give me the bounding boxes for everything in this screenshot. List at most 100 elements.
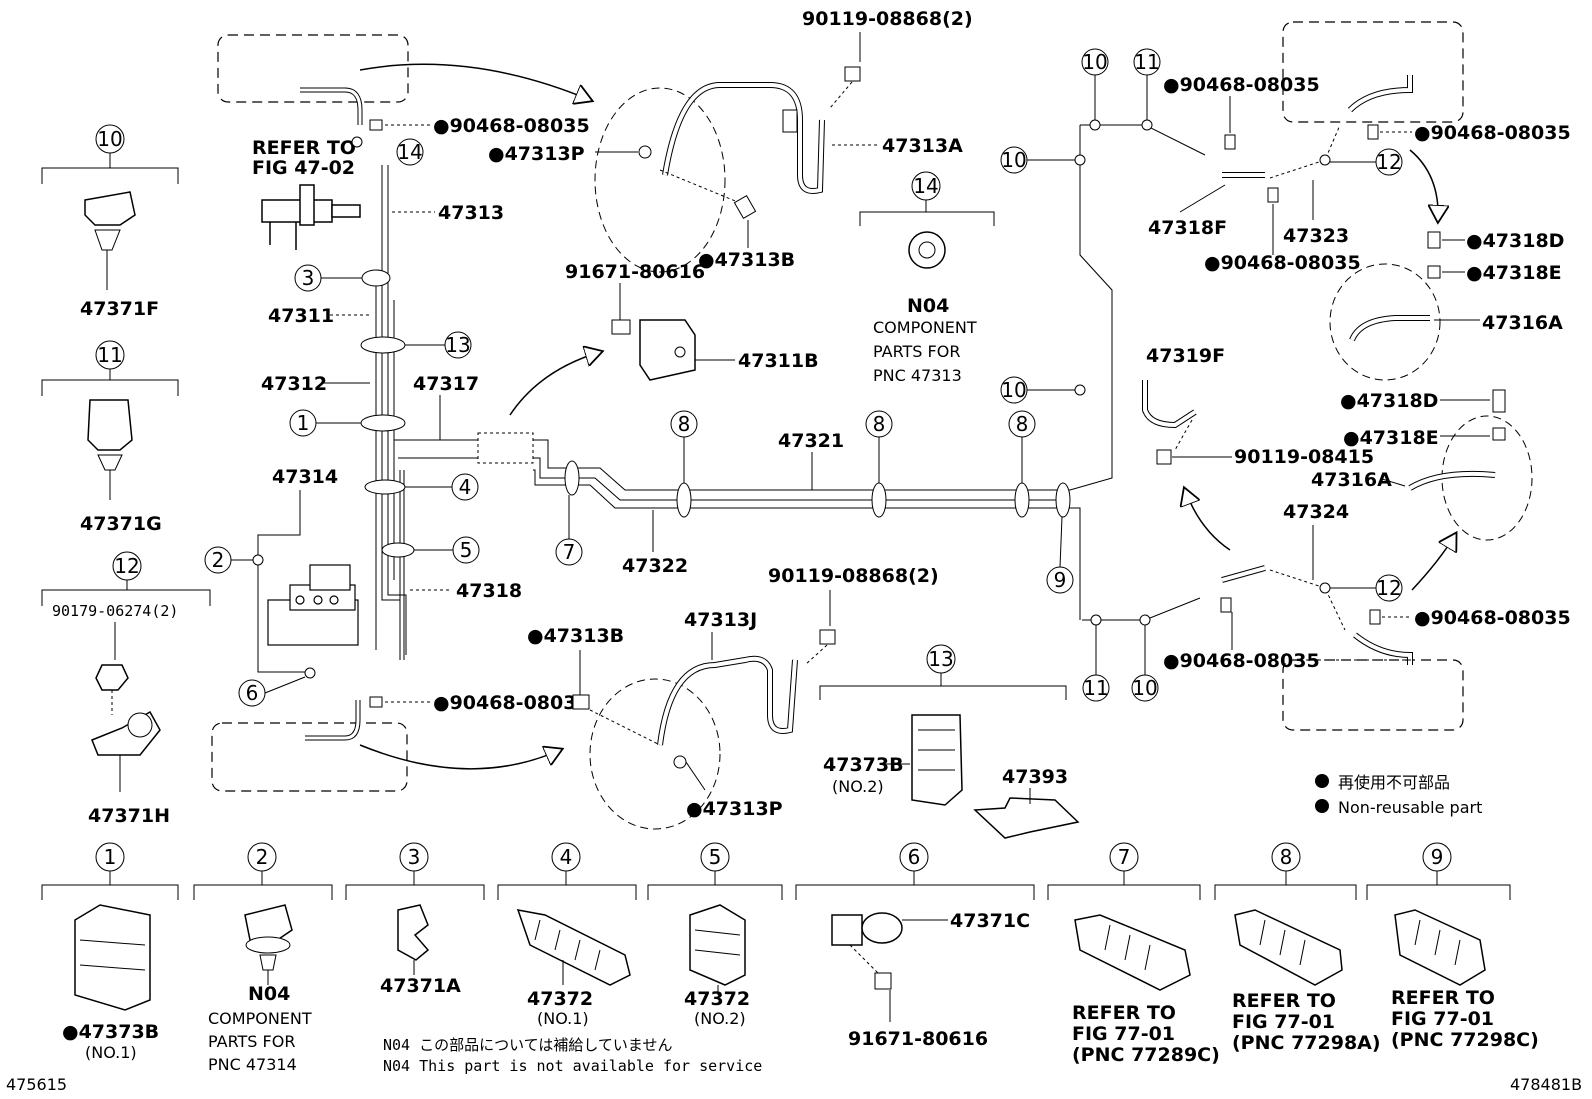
clamp-77298c [1394, 909, 1486, 986]
label-90119-08415: 90119-08415 [1234, 446, 1374, 468]
callout-9-label: 9 [1054, 568, 1067, 592]
rear-brake-pipes [533, 125, 1113, 620]
callout-3-label: 3 [302, 266, 315, 290]
callout-6-label: 6 [246, 681, 259, 705]
label-47317: 47317 [413, 373, 479, 395]
n04-14-desc-1: COMPONENT [873, 318, 977, 337]
label-47393: 47393 [1002, 766, 1068, 788]
bolt-47318d-b [1492, 389, 1506, 413]
b9-ref-1: REFER TO [1391, 987, 1495, 1009]
n04-14-desc-2: PARTS FOR [873, 342, 960, 361]
clip-n04-47314 [244, 904, 293, 946]
label-b6-a: 47371C [950, 910, 1030, 932]
bracket-47393 [973, 797, 1080, 839]
bracket-47311b [639, 319, 696, 381]
callout-12-side-label: 12 [114, 554, 139, 578]
callout-14-label: 14 [397, 140, 422, 164]
callout-10d-label: 10 [1132, 676, 1157, 700]
label-47312: 47312 [261, 373, 327, 395]
callout-2-bottom-label: 2 [256, 845, 269, 869]
label-90468-08035-r-d: ●90468-08035 [1414, 607, 1571, 629]
callout-4-bottom-label: 4 [560, 845, 573, 869]
clamp-77298a [1234, 909, 1343, 986]
b8-ref-2: FIG 77-01 [1232, 1011, 1335, 1033]
label-47371h: 47371H [88, 805, 170, 827]
label-47373b-no2-sub: (NO.2) [832, 777, 884, 796]
label-b5-sub: (NO.2) [694, 1009, 746, 1028]
callout-14-detail-label: 14 [913, 174, 938, 198]
label-47322: 47322 [622, 555, 688, 577]
clamp-5 [381, 542, 415, 558]
callout-10b-label: 10 [1001, 148, 1026, 172]
b9-ref-2: FIG 77-01 [1391, 1008, 1494, 1030]
callout-10a-label: 10 [1082, 50, 1107, 74]
label-47324: 47324 [1283, 501, 1349, 523]
label-47318d-a: ●47318D [1466, 230, 1564, 252]
label-b2: N04 [248, 983, 290, 1005]
callout-10c-label: 10 [1001, 378, 1026, 402]
callout-4-label: 4 [459, 475, 472, 499]
bolt-91671-80616 [874, 972, 892, 990]
label-90119-08868-top: 90119-08868(2) [802, 8, 973, 30]
label-47371g: 47371G [80, 513, 162, 535]
clamp-9 [1055, 482, 1071, 518]
callout-8a-label: 8 [678, 412, 691, 436]
legend-dot-en [1315, 799, 1329, 813]
label-47373b-no2: 47373B [823, 754, 904, 776]
callout-12a-label: 12 [1376, 150, 1401, 174]
clamp-13 [360, 336, 406, 354]
label-47318f: 47318F [1148, 217, 1227, 239]
rear-left-wheel-outline [211, 722, 408, 792]
b8-ref-3: (PNC 77298A) [1232, 1032, 1381, 1054]
callout-10-side-label: 10 [97, 127, 122, 151]
detail-circle-bottom [589, 678, 721, 830]
callout-2-label: 2 [212, 548, 225, 572]
label-90468-08035-tl: ●90468-08035 [433, 115, 590, 137]
callout-11a-label: 11 [1134, 50, 1159, 74]
front-left-wheel-outline [217, 34, 409, 103]
bolt-47318d-a [1427, 231, 1441, 249]
note-en: N04 This part is not available for servi… [383, 1057, 762, 1075]
label-90468-08035-bl: ●90468-08035 [433, 692, 590, 714]
callout-8c-label: 8 [1016, 412, 1029, 436]
junction-block [477, 432, 534, 464]
clamp-3 [361, 269, 391, 287]
n04-14-desc-3: PNC 47313 [873, 366, 962, 385]
clamp-47373b-no1 [74, 904, 151, 1011]
legend-jp: 再使用不可部品 [1338, 773, 1450, 792]
pipes-to-junction [394, 439, 478, 660]
clamp-1 [360, 414, 406, 432]
label-b4: 47372 [527, 988, 593, 1010]
b9-ref-3: (PNC 77298C) [1391, 1029, 1539, 1051]
label-47316a-b: 47316A [1311, 469, 1392, 491]
label-47319f: 47319F [1146, 345, 1225, 367]
label-90468-08035-r-c: ●90468-08035 [1414, 122, 1571, 144]
union-bolt-bottom [819, 629, 836, 645]
junction-14-marker [351, 136, 363, 148]
label-47313a: 47313A [882, 135, 963, 157]
callout-3-bottom-label: 3 [408, 845, 421, 869]
callout-13-label: 13 [445, 333, 470, 357]
clip-47371f [84, 191, 136, 226]
refer-fig-47-02-line1: REFER TO [252, 137, 356, 159]
label-47318: 47318 [456, 580, 522, 602]
callout-7-bottom-label: 7 [1118, 845, 1131, 869]
label-47318d-b: ●47318D [1340, 390, 1438, 412]
label-47321: 47321 [778, 430, 844, 452]
label-b3: 47371A [380, 975, 461, 997]
detail-circle-top [594, 87, 726, 273]
callout-9-bottom-label: 9 [1431, 845, 1444, 869]
callout-1-label: 1 [297, 411, 310, 435]
callout-7-label: 7 [563, 540, 576, 564]
callout-6-bottom-label: 6 [908, 845, 921, 869]
gasket-47318e-a [1427, 265, 1441, 279]
b8-ref-1: REFER TO [1232, 990, 1336, 1012]
label-47323: 47323 [1283, 225, 1349, 247]
b7-ref-2: FIG 77-01 [1072, 1023, 1175, 1045]
label-47313p-bot: ●47313P [686, 798, 783, 820]
callout-13-detail-label: 13 [928, 647, 953, 671]
label-b4-sub: (NO.1) [537, 1009, 589, 1028]
legend-en: Non-reusable part [1338, 798, 1482, 817]
callout-8b-label: 8 [873, 412, 886, 436]
